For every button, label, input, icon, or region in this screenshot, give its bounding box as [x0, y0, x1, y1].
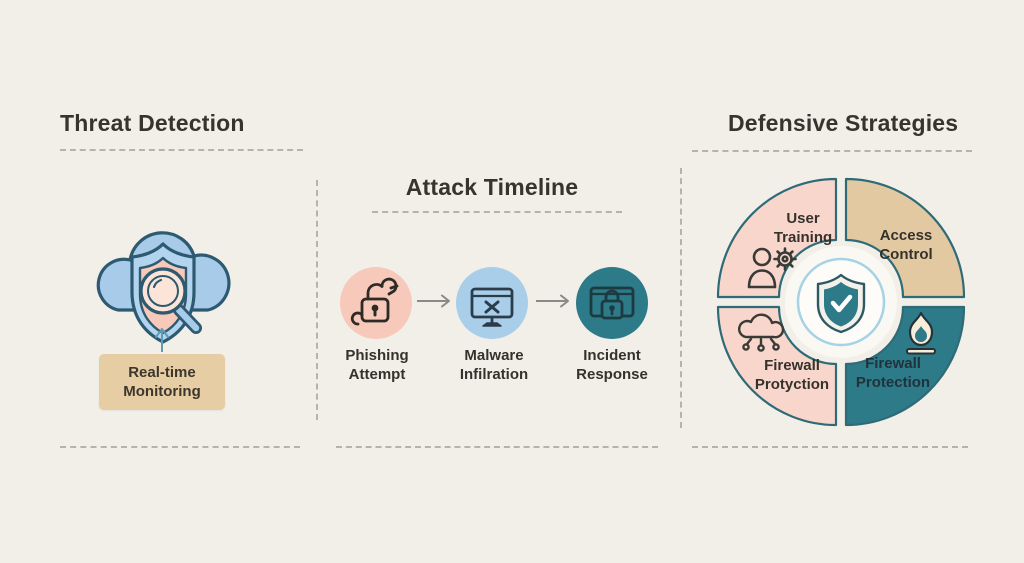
user-training-label: User Training [773, 210, 833, 246]
real-time-monitoring-box: Real-time Monitoring [99, 354, 225, 410]
divider-left-center [316, 180, 318, 420]
shield-check-icon [816, 273, 866, 334]
threat-detection-title-underline [60, 149, 303, 151]
cloud-shield-magnifier-icon [96, 231, 231, 344]
monitor-lock-icon [589, 286, 635, 320]
quadrant-access-control [844, 177, 966, 299]
malware-step-circle [456, 267, 528, 339]
defensive-strategies-title: Defensive Strategies [728, 110, 959, 136]
phishing-step-label: Phishing Attempt [345, 347, 409, 383]
fire-icon [906, 311, 936, 355]
quadrant-user-training [716, 177, 838, 299]
malware-step-label: Malware Infilration [459, 347, 529, 383]
padlock-hook-icon [350, 277, 399, 326]
monitor-x-icon [470, 287, 514, 327]
incident-step-circle [576, 267, 648, 339]
user-gear-icon [747, 247, 797, 289]
bottom-divider-center [336, 446, 658, 448]
firewall-protyction-label: Firewall Protyction [754, 357, 830, 393]
firewall-protection-label: Firewall Protection [855, 355, 931, 391]
access-control-label: Access Control [879, 227, 933, 263]
incident-step-label: Incident Response [576, 347, 648, 383]
arrow-right-icon [417, 294, 450, 308]
arrow-right-icon [536, 294, 569, 308]
divider-center-right [680, 168, 682, 428]
threat-detection-title: Threat Detection [60, 110, 245, 136]
bottom-divider-left [60, 446, 300, 448]
arrow-up-icon [155, 328, 169, 352]
cloud-network-icon [738, 313, 785, 352]
phishing-step-circle [340, 267, 412, 339]
attack-timeline-title: Attack Timeline [405, 174, 579, 200]
quadrant-firewall-protection [844, 305, 966, 427]
bottom-divider-right [692, 446, 968, 448]
attack-timeline-title-underline [372, 211, 622, 213]
defensive-strategies-title-underline [692, 150, 972, 152]
